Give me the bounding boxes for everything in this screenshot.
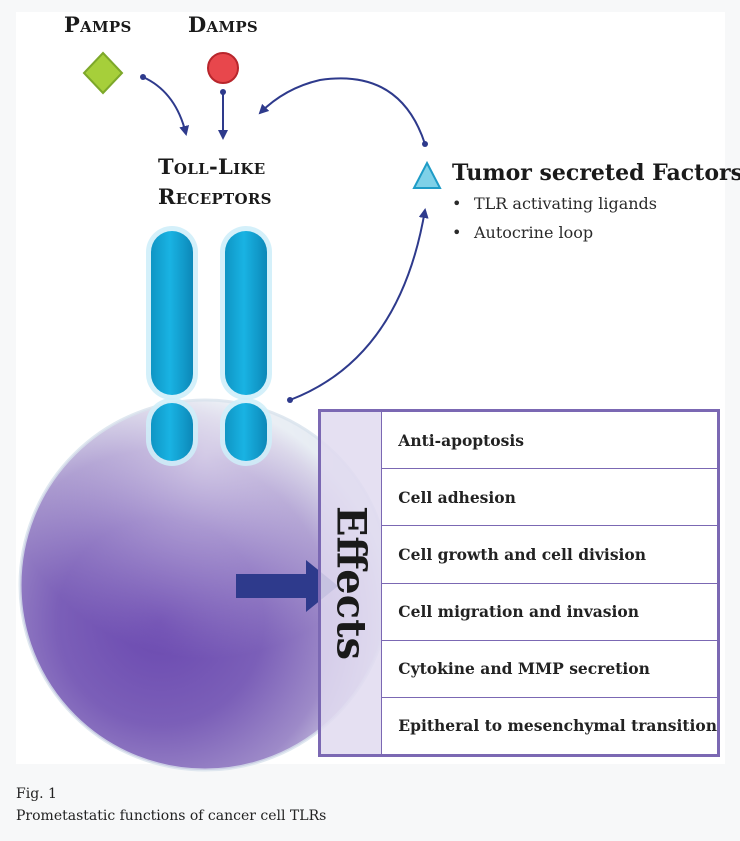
pamps-diamond-icon [82, 51, 124, 95]
arrow-to-effects [236, 560, 338, 612]
tumor-factors-list: • TLR activating ligands • Autocrine loop [452, 192, 657, 250]
effects-row-anti-apoptosis: Anti-apoptosis [382, 412, 717, 470]
effects-row-cell-adhesion: Cell adhesion [382, 469, 717, 527]
bullet-text: TLR activating ligands [474, 194, 658, 213]
effects-row-emt: Epitheral to mesenchymal transition [398, 716, 717, 736]
tlr-title-line2: Receptors [158, 184, 272, 209]
damps-circle-icon [207, 52, 239, 84]
pamps-label: Pamps [64, 12, 132, 37]
effects-side-panel: Effects [321, 412, 383, 754]
effects-list: Anti-apoptosis Cell adhesion Cell growth… [382, 412, 717, 754]
bullet-icon: • [452, 223, 462, 242]
figure-description: Prometastatic functions of cancer cell T… [16, 808, 327, 824]
tlr-title: Toll-Like Receptors [158, 152, 272, 212]
figure-label: Fig. 1 [16, 786, 57, 802]
bullet-icon: • [452, 194, 462, 213]
tumor-factors-title: Tumor secreted Factors [452, 160, 740, 186]
bullet-text: Autocrine loop [474, 223, 594, 242]
effects-title: Effects [327, 505, 375, 661]
effects-row-cytokine: Cytokine and MMP secretion [382, 641, 717, 698]
arrow-damps-to-tlr [218, 89, 228, 140]
list-item: • TLR activating ligands [452, 192, 657, 221]
tlr-receptor-left [146, 226, 198, 466]
arrow-factors-to-tlr [258, 77, 428, 147]
figure-caption: Fig. 1 Prometastatic functions of cancer… [16, 784, 326, 828]
tumor-triangle-icon [412, 160, 442, 189]
damps-label: Damps [188, 12, 259, 37]
effects-row-cell-migration: Cell migration and invasion [382, 584, 717, 641]
effects-row-cell-growth: Cell growth and cell division [382, 526, 717, 584]
cell-body [18, 398, 392, 772]
tlr-title-line1: Toll-Like [158, 154, 266, 179]
list-item: • Autocrine loop [452, 221, 657, 250]
arrow-pamps-to-tlr [140, 74, 190, 136]
effects-box: Effects Anti-apoptosis Cell adhesion Cel… [318, 409, 720, 757]
tlr-receptor-right [220, 226, 272, 466]
arrow-cell-to-factors [287, 208, 429, 403]
